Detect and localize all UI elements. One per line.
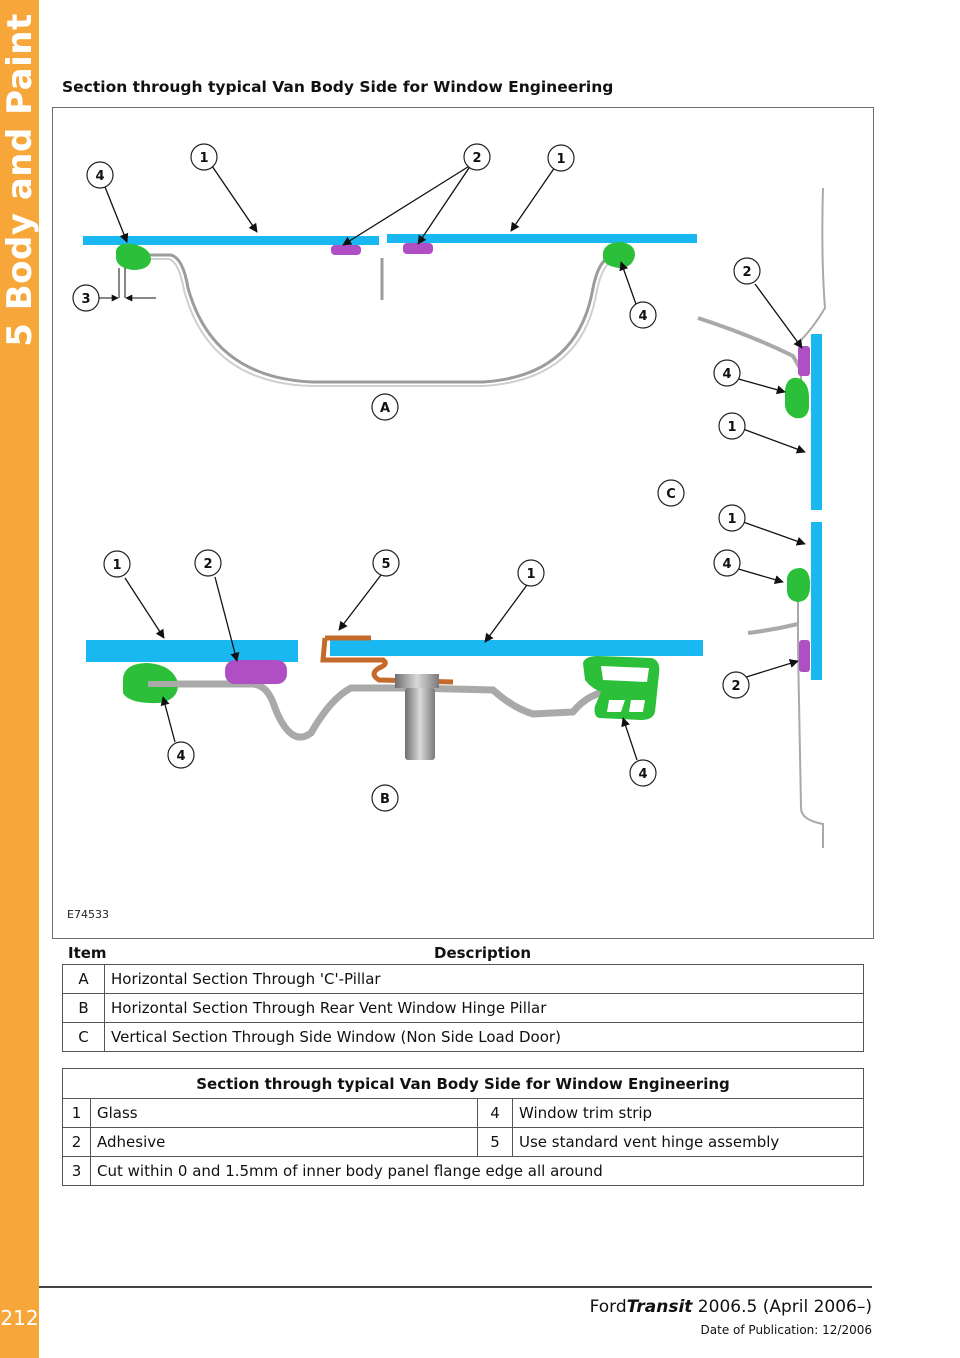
view-label-a: A (380, 401, 390, 416)
brand-suffix: 2006.5 (April 2006–) (692, 1297, 872, 1317)
section-c-adhesive-top (798, 346, 810, 376)
section-c-body-panel-bottom (797, 583, 824, 848)
legend-text: Use standard vent hinge assembly (512, 1127, 864, 1157)
table-row: C Vertical Section Through Side Window (… (62, 1022, 864, 1052)
callout-a-3: 3 (81, 292, 90, 307)
legend-number: 1 (62, 1098, 91, 1128)
leader-lines (104, 164, 806, 761)
section-c-drawing (697, 187, 827, 848)
item-cell: C (62, 1022, 105, 1052)
section-c-adhesive-bottom (799, 640, 810, 672)
callout-c-2-bottom: 2 (731, 679, 740, 694)
callout-a-4-bottom: 4 (638, 309, 647, 324)
figure-id: E74533 (67, 908, 109, 921)
legend-number: 3 (62, 1156, 91, 1186)
table-row: A Horizontal Section Through 'C'-Pillar (62, 964, 864, 994)
section-a-adhesive-left (331, 245, 361, 255)
table-row: 3 Cut within 0 and 1.5mm of inner body p… (62, 1156, 864, 1186)
footer-publication: FordTransit 2006.5 (April 2006–) (590, 1297, 872, 1317)
legend-number: 4 (477, 1098, 513, 1128)
callout-c-4-top: 4 (722, 367, 731, 382)
legend-text: Glass (90, 1098, 478, 1128)
callout-c-1-bottom: 1 (727, 512, 736, 527)
description-cell: Horizontal Section Through 'C'-Pillar (104, 964, 864, 994)
callout-b-5: 5 (381, 557, 390, 572)
section-b-glass-right (330, 640, 703, 656)
legend-text: Adhesive (90, 1127, 478, 1157)
section-b-body-panel (145, 680, 653, 741)
callout-a-1-right: 1 (556, 152, 565, 167)
legend-title-row: Section through typical Van Body Side fo… (62, 1068, 864, 1099)
section-a-trim-strip-right (603, 242, 635, 268)
figure-frame: 4 1 2 1 3 4 2 4 1 1 4 2 1 2 5 1 4 4 A C … (52, 107, 874, 939)
section-c-inner-panel-bottom (747, 622, 799, 635)
brand-prefix: Ford (589, 1297, 627, 1317)
section-a-body-panel-inner (121, 257, 632, 387)
item-cell: A (62, 964, 105, 994)
section-b-adhesive (225, 660, 287, 684)
section-a-glass-right (387, 234, 697, 243)
footer-rule (39, 1286, 872, 1288)
section-a-drawing (83, 234, 697, 387)
section-b-drawing (86, 635, 703, 760)
legend-number: 5 (477, 1127, 513, 1157)
callout-a-1-left: 1 (199, 151, 208, 166)
items-table: A Horizontal Section Through 'C'-Pillar … (62, 964, 864, 1052)
callout-a-2: 2 (472, 151, 481, 166)
callout-a-4-top: 4 (95, 169, 104, 184)
section-a-body-panel (121, 252, 632, 384)
legend-table: Section through typical Van Body Side fo… (62, 1068, 864, 1186)
section-c-body-panel-top (800, 187, 827, 400)
section-title-text: 5 Body and Paint (0, 13, 40, 347)
page-heading: Section through typical Van Body Side fo… (62, 78, 614, 96)
legend-text: Cut within 0 and 1.5mm of inner body pan… (90, 1156, 864, 1186)
legend-text: Window trim strip (512, 1098, 864, 1128)
callout-c-2-top: 2 (742, 265, 751, 280)
callout-b-4-right: 4 (638, 767, 647, 782)
callout-b-1-right: 1 (526, 567, 535, 582)
section-b-hinge-bolt-head (395, 674, 439, 688)
section-a-adhesive-right (403, 243, 433, 254)
callout-b-1-left: 1 (112, 558, 121, 573)
section-a-trim-strip-left (116, 243, 151, 270)
table-row: 1 Glass 4 Window trim strip (62, 1098, 864, 1128)
table-row: B Horizontal Section Through Rear Vent W… (62, 993, 864, 1023)
legend-title: Section through typical Van Body Side fo… (62, 1068, 864, 1099)
page-number: 212 (0, 1306, 39, 1330)
section-b-hinge-bolt (405, 688, 435, 760)
legend-number: 2 (62, 1127, 91, 1157)
section-a-glass-left (83, 236, 379, 245)
section-c-glass-top (811, 334, 822, 510)
callout-b-2: 2 (203, 557, 212, 572)
description-cell: Vertical Section Through Side Window (No… (104, 1022, 864, 1052)
callout-c-1-top: 1 (727, 420, 736, 435)
view-label-b: B (380, 792, 390, 807)
header-description: Description (434, 944, 532, 962)
view-label-c: C (666, 487, 676, 502)
section-c-inner-panel-top (697, 316, 803, 371)
section-c-glass-bottom (811, 522, 822, 680)
section-c-trim-strip-top (785, 377, 809, 419)
footer-date: Date of Publication: 12/2006 (700, 1323, 872, 1337)
callout-b-4-left: 4 (176, 749, 185, 764)
callout-circles (72, 143, 761, 812)
section-b-glass-left (86, 640, 298, 662)
table-row: 2 Adhesive 5 Use standard vent hinge ass… (62, 1127, 864, 1157)
window-section-diagram: 4 1 2 1 3 4 2 4 1 1 4 2 1 2 5 1 4 4 A C … (72, 143, 827, 848)
section-title: 5 Body and Paint (0, 0, 40, 360)
callout-c-4-bottom: 4 (722, 557, 731, 572)
brand-model: Transit (626, 1297, 693, 1317)
section-c-trim-strip-bottom (787, 568, 811, 602)
header-item: Item (68, 944, 107, 962)
item-cell: B (62, 993, 105, 1023)
sidebar: 5 Body and Paint 212 (0, 0, 40, 1358)
section-b-hinge (320, 635, 454, 685)
description-cell: Horizontal Section Through Rear Vent Win… (104, 993, 864, 1023)
